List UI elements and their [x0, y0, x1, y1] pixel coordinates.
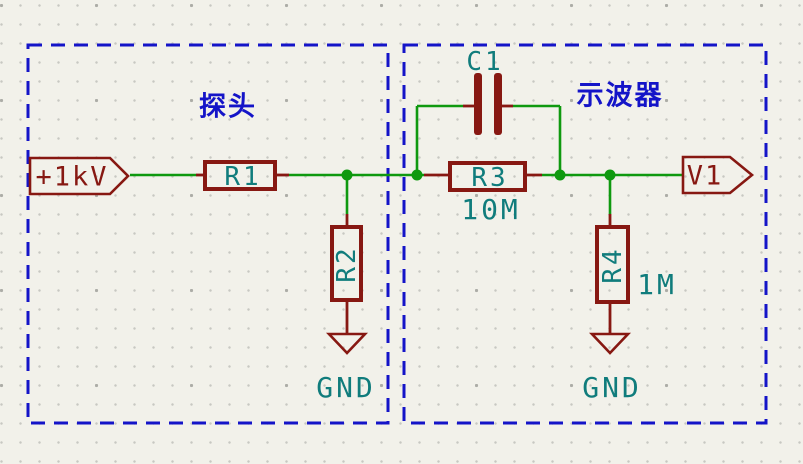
output-label-shape[interactable] [681, 155, 755, 195]
r4-reference[interactable]: R4 [598, 246, 628, 284]
output-net-label[interactable]: V1 [686, 160, 724, 192]
c1-plate-right[interactable] [494, 73, 502, 135]
c1-plate-left[interactable] [474, 73, 482, 135]
r4-value[interactable]: 1M [637, 268, 677, 301]
resistor-r4-body[interactable] [595, 225, 630, 304]
junction-r2 [341, 169, 353, 181]
probe-block-label[interactable]: 探头 [199, 91, 257, 123]
junction-c1-left [411, 169, 423, 181]
r3-value[interactable]: 10M [461, 193, 521, 226]
gnd-label-left[interactable]: GND [316, 371, 376, 404]
input-net-label[interactable]: +1kV [35, 161, 109, 193]
resistor-r1-body[interactable] [203, 160, 277, 191]
junction-r4 [604, 169, 616, 181]
pins [196, 104, 612, 334]
r2-reference[interactable]: R2 [332, 245, 362, 283]
gnd-label-right[interactable]: GND [582, 371, 642, 404]
oscilloscope-block-label[interactable]: 示波器 [576, 80, 664, 112]
junctions [341, 169, 616, 181]
gnd-symbol-left[interactable] [325, 332, 369, 355]
resistor-r3-body[interactable] [448, 161, 527, 192]
oscilloscope-block-outline[interactable] [402, 43, 768, 425]
input-label-shape[interactable] [28, 156, 130, 196]
gnd-symbol-right[interactable] [588, 332, 632, 355]
capacitor-c1-body[interactable] [474, 73, 502, 135]
junction-c1-right [554, 169, 566, 181]
r3-reference[interactable]: R3 [471, 163, 509, 193]
r1-reference[interactable]: R1 [224, 162, 262, 192]
c1-reference[interactable]: C1 [466, 47, 504, 77]
resistor-r2-body[interactable] [330, 225, 363, 302]
